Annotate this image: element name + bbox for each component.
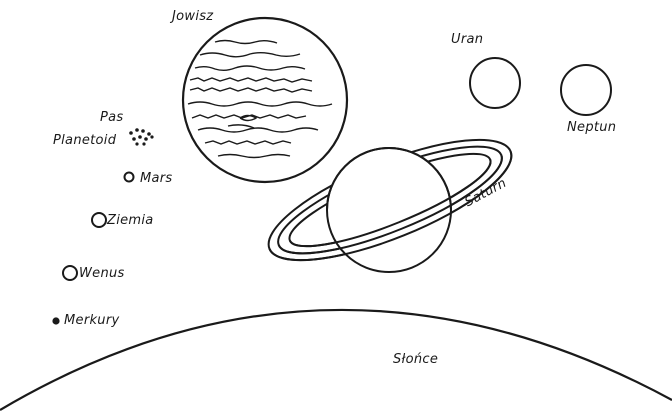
jupiter-label: Jowisz	[172, 9, 213, 24]
uranus-shape	[470, 58, 520, 108]
asteroid-belt-label-line1: Pas	[100, 110, 123, 125]
earth-label: Ziemia	[107, 213, 154, 228]
uranus-label: Uran	[451, 32, 483, 47]
mercury-shape	[53, 318, 58, 323]
neptune-shape	[561, 65, 611, 115]
asteroid-belt-shape	[129, 128, 153, 145]
mars-label: Mars	[140, 171, 173, 186]
sun-label: Słońce	[393, 352, 438, 367]
asteroid-belt-label-line2: Planetoid	[53, 133, 116, 148]
neptune-label: Neptun	[567, 120, 616, 135]
mercury-label: Merkury	[64, 313, 119, 328]
mars-shape	[125, 173, 134, 182]
jupiter-shape	[183, 18, 347, 182]
venus-shape	[63, 266, 77, 280]
earth-shape	[92, 213, 106, 227]
venus-label: Wenus	[79, 266, 125, 281]
